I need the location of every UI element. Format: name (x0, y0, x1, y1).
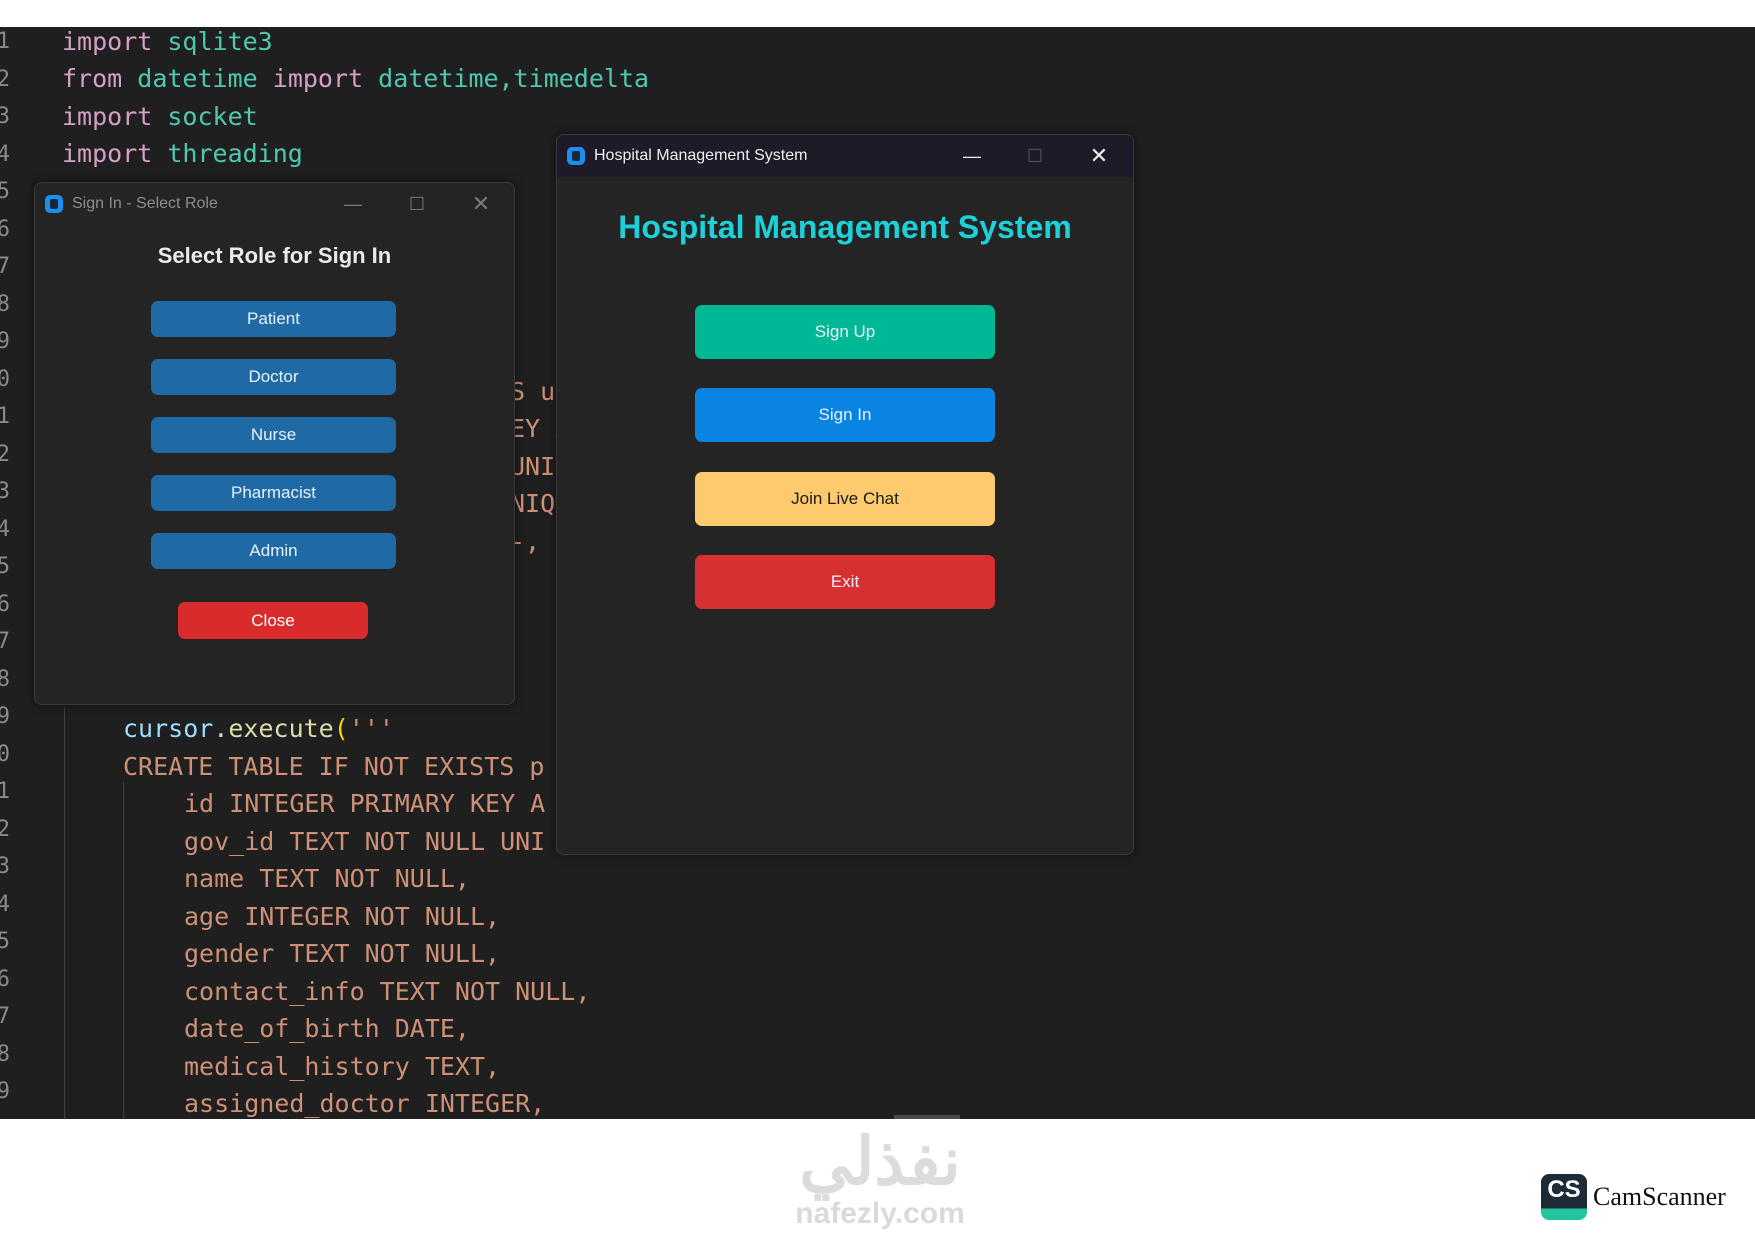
role-button-pharmacist[interactable]: Pharmacist (151, 475, 396, 511)
line-number: 2 (0, 441, 10, 467)
minimize-icon[interactable]: — (963, 145, 981, 166)
line-number: 6 (0, 966, 10, 992)
code-line-29: assigned_doctor INTEGER, (184, 1089, 546, 1118)
line-number: 3 (0, 104, 10, 129)
role-button-nurse[interactable]: Nurse (151, 417, 396, 453)
exit-button[interactable]: Exit (695, 555, 995, 610)
module: sqlite3 (167, 27, 273, 56)
code-line-21: id INTEGER PRIMARY KEY A (184, 789, 546, 818)
signin-window: Sign In - Select Role — ☐ ✕ Select Role … (34, 182, 515, 705)
line-number: 2 (0, 66, 10, 92)
signin-heading: Select Role for Sign In (157, 243, 392, 268)
role-button-admin[interactable]: Admin (151, 533, 396, 569)
code-line-19: cursor.execute(''' (123, 714, 394, 744)
line-number: 9 (0, 1079, 10, 1104)
horizontal-scrollbar[interactable] (894, 1115, 960, 1119)
watermark-site: nafezly.com (795, 1197, 965, 1230)
line-number: 1 (0, 779, 10, 804)
camscanner-badge: CS CamScanner (1541, 1174, 1726, 1220)
close-button[interactable]: Close (178, 602, 368, 639)
keyword: from (62, 64, 123, 93)
nafezly-watermark: نفذلي nafezly.com (770, 1125, 990, 1231)
line-number: 9 (0, 329, 10, 354)
code-line-22: gov_id TEXT NOT NULL UNI (184, 827, 546, 856)
module: socket (167, 102, 258, 131)
line-number: 7 (0, 1004, 10, 1029)
close-icon[interactable]: ✕ (471, 191, 491, 216)
paren: ( (333, 714, 349, 743)
camscanner-logo: CS (1541, 1174, 1587, 1220)
code-line-23: name TEXT NOT NULL, (184, 864, 470, 893)
maximize-icon[interactable]: ☐ (1026, 145, 1044, 166)
sign-up-button[interactable]: Sign Up (695, 305, 995, 359)
app-icon (45, 195, 63, 213)
keyword: import (272, 64, 364, 93)
line-number: 0 (0, 366, 10, 392)
close-icon[interactable]: ✕ (1089, 143, 1109, 168)
module: datetime,timedelta (378, 64, 650, 93)
line-number: 3 (0, 854, 10, 879)
code-line-4: import threading (62, 139, 303, 169)
line-number: 5 (0, 929, 10, 954)
code-line-14: -, (510, 527, 541, 556)
code-line-20: CREATE TABLE IF NOT EXISTS p (123, 752, 545, 781)
maximize-icon[interactable]: ☐ (408, 193, 426, 214)
code-line-25: gender TEXT NOT NULL, (184, 939, 501, 968)
string: ''' (348, 714, 394, 743)
line-number: 3 (0, 479, 10, 504)
code-line-28: medical_history TEXT, (184, 1052, 501, 1081)
code-line-10: S u (510, 377, 556, 406)
line-number: 1 (0, 29, 10, 54)
role-button-doctor[interactable]: Doctor (151, 359, 396, 395)
line-number: 5 (0, 179, 10, 204)
role-button-patient[interactable]: Patient (151, 301, 396, 337)
line-number: 4 (0, 141, 10, 167)
window-title: Hospital Management System (594, 147, 808, 164)
line-number: 6 (0, 591, 10, 617)
line-number: 0 (0, 741, 10, 767)
line-number: 8 (0, 666, 10, 692)
indent-guide (64, 707, 65, 1119)
window-title: Sign In - Select Role (72, 195, 218, 212)
code-line-2: from datetime import datetime,timedelta (62, 64, 649, 94)
line-number: 2 (0, 816, 10, 842)
camscanner-text: CamScanner (1593, 1182, 1726, 1211)
watermark-arabic: نفذلي (799, 1124, 961, 1198)
main-window: Hospital Management System — ☐ ✕ Hospita… (556, 134, 1134, 855)
app-icon (567, 147, 585, 165)
app-heading: Hospital Management System (618, 209, 1072, 245)
dot: . (213, 714, 229, 743)
code-line-26: contact_info TEXT NOT NULL, (184, 977, 591, 1006)
code-line-27: date_of_birth DATE, (184, 1014, 470, 1043)
code-line-3: import socket (62, 102, 258, 132)
line-number: 1 (0, 404, 10, 429)
sign-in-button[interactable]: Sign In (695, 388, 995, 443)
keyword: import (62, 27, 153, 56)
keyword: import (62, 102, 153, 131)
line-number: 6 (0, 216, 10, 242)
line-number: 4 (0, 516, 10, 542)
function: execute (228, 714, 334, 743)
line-number: 8 (0, 1041, 10, 1067)
code-line-12: UNI (510, 452, 556, 481)
variable: cursor (123, 714, 214, 743)
keyword: import (62, 139, 153, 168)
module: threading (167, 139, 303, 168)
code-line-1: import sqlite3 (62, 27, 273, 57)
code-line-24: age INTEGER NOT NULL, (184, 902, 501, 931)
line-number: 9 (0, 704, 10, 729)
line-number: 4 (0, 891, 10, 917)
module: datetime (137, 64, 258, 93)
line-number: 7 (0, 629, 10, 654)
signin-titlebar[interactable]: Sign In - Select Role — ☐ ✕ (35, 183, 514, 225)
line-number: 8 (0, 291, 10, 317)
join-live-chat-button[interactable]: Join Live Chat (695, 471, 995, 526)
line-number: 7 (0, 254, 10, 279)
indent-guide (123, 782, 124, 1119)
main-titlebar[interactable]: Hospital Management System — ☐ ✕ (557, 135, 1133, 177)
line-number: 5 (0, 554, 10, 579)
minimize-icon[interactable]: — (344, 193, 362, 214)
